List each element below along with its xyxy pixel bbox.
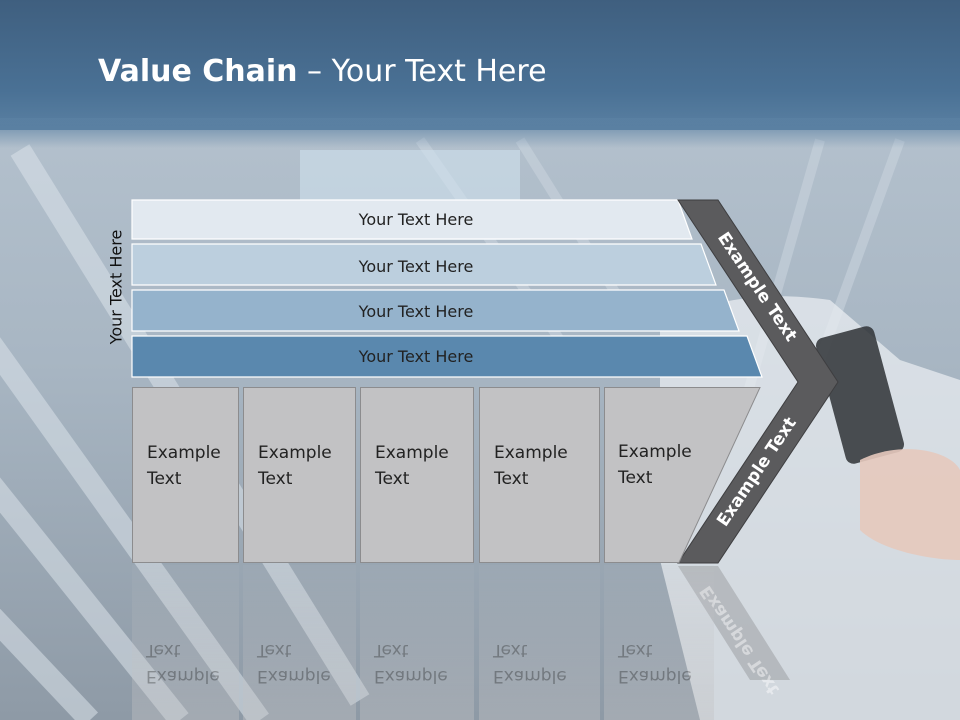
activity-box-1: Example Text bbox=[132, 387, 239, 563]
activity-box-5-reflection: Example Text bbox=[604, 565, 714, 720]
activity-box-3: Example Text bbox=[360, 387, 474, 563]
activity-box-2: Example Text bbox=[243, 387, 356, 563]
activity-box-3-reflection: Example Text bbox=[360, 565, 474, 720]
chevron-arrow-reflection bbox=[678, 566, 790, 680]
bar-4 bbox=[131, 335, 763, 378]
activity-box-5-label: Example Text bbox=[618, 442, 692, 488]
activity-box-4-reflection: Example Text bbox=[479, 565, 600, 720]
activity-box-1-reflection: Example Text bbox=[132, 565, 239, 720]
activity-box-3-reflection-label: Example Text bbox=[374, 640, 448, 686]
activity-box-2-reflection-label: Example Text bbox=[257, 640, 331, 686]
activity-box-1-reflection-label: Example Text bbox=[146, 640, 220, 686]
bar-3 bbox=[131, 289, 740, 332]
activity-box-3-label: Example Text bbox=[375, 443, 449, 489]
activity-box-5 bbox=[604, 387, 761, 563]
activity-box-2-reflection: Example Text bbox=[243, 565, 356, 720]
page-title-rest: – Your Text Here bbox=[297, 54, 547, 89]
bar-2 bbox=[131, 243, 717, 286]
bar-3-label: Your Text Here bbox=[358, 302, 474, 321]
activity-box-1-label: Example Text bbox=[147, 443, 221, 489]
title-band-fade bbox=[0, 118, 960, 148]
bar-1-label: Your Text Here bbox=[358, 210, 474, 229]
activity-box-4: Example Text bbox=[479, 387, 600, 563]
activity-box-5-reflection-label: Example Text bbox=[618, 640, 692, 686]
activity-box-4-label: Example Text bbox=[494, 443, 568, 489]
title-band bbox=[0, 0, 960, 130]
activity-box-4-reflection-label: Example Text bbox=[493, 640, 567, 686]
chevron-arrow bbox=[677, 199, 839, 564]
page-title: Value Chain – Your Text Here bbox=[98, 54, 547, 89]
activity-box-5-text-area: Example Text bbox=[604, 387, 744, 563]
activity-box-2-label: Example Text bbox=[258, 443, 332, 489]
bar-1 bbox=[131, 199, 693, 240]
bar-2-label: Your Text Here bbox=[358, 257, 474, 276]
bar-4-label: Your Text Here bbox=[358, 347, 474, 366]
page-title-bold: Value Chain bbox=[98, 54, 298, 89]
